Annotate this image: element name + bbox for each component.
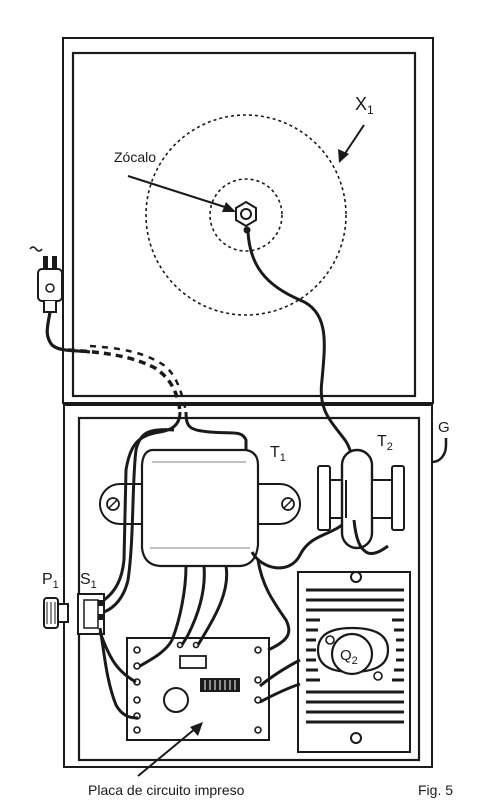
- label-t2: T2: [377, 433, 393, 453]
- label-s1: S1: [80, 571, 97, 591]
- power-cord-hidden-2: [89, 344, 188, 413]
- label-pcb: Placa de circuito impreso: [88, 782, 245, 798]
- socket-wire: [246, 231, 357, 521]
- power-cord: [45, 311, 91, 354]
- label-socket: Zócalo: [114, 149, 156, 165]
- label-p1: P1: [42, 571, 59, 591]
- socket-arrow: [127, 175, 236, 212]
- inner-dotted-circle: [209, 178, 283, 252]
- power-cord-hidden: [67, 348, 182, 413]
- label-g: G: [438, 419, 450, 436]
- label-fig: Fig. 5: [418, 782, 453, 798]
- bottom-box: [63, 404, 433, 768]
- outer-dotted-circle: [145, 114, 347, 316]
- ground-wire: [431, 438, 448, 464]
- transistor-q2: [316, 626, 390, 681]
- dotted-circles: [145, 114, 347, 316]
- label-q2: Q2: [340, 647, 358, 667]
- labels: X1 Zócalo T1 T2 G P1 S1 Q2 Placa de circ…: [42, 94, 453, 798]
- internal-wiring: [98, 411, 389, 720]
- top-box: [62, 37, 434, 404]
- power-plug-icon: [29, 246, 63, 313]
- x1-arrow: [338, 124, 365, 163]
- pcb-board: [126, 637, 270, 741]
- transformer-t2: [317, 448, 405, 550]
- label-t1: T1: [270, 444, 286, 464]
- transformer-t1: [99, 448, 301, 568]
- label-x1: X1: [355, 94, 374, 117]
- heatsink: [297, 571, 411, 753]
- socket-icon: [235, 200, 257, 234]
- potentiometer-p1: [43, 597, 69, 629]
- pcb-arrow: [137, 722, 203, 777]
- switch-s1: [77, 593, 105, 635]
